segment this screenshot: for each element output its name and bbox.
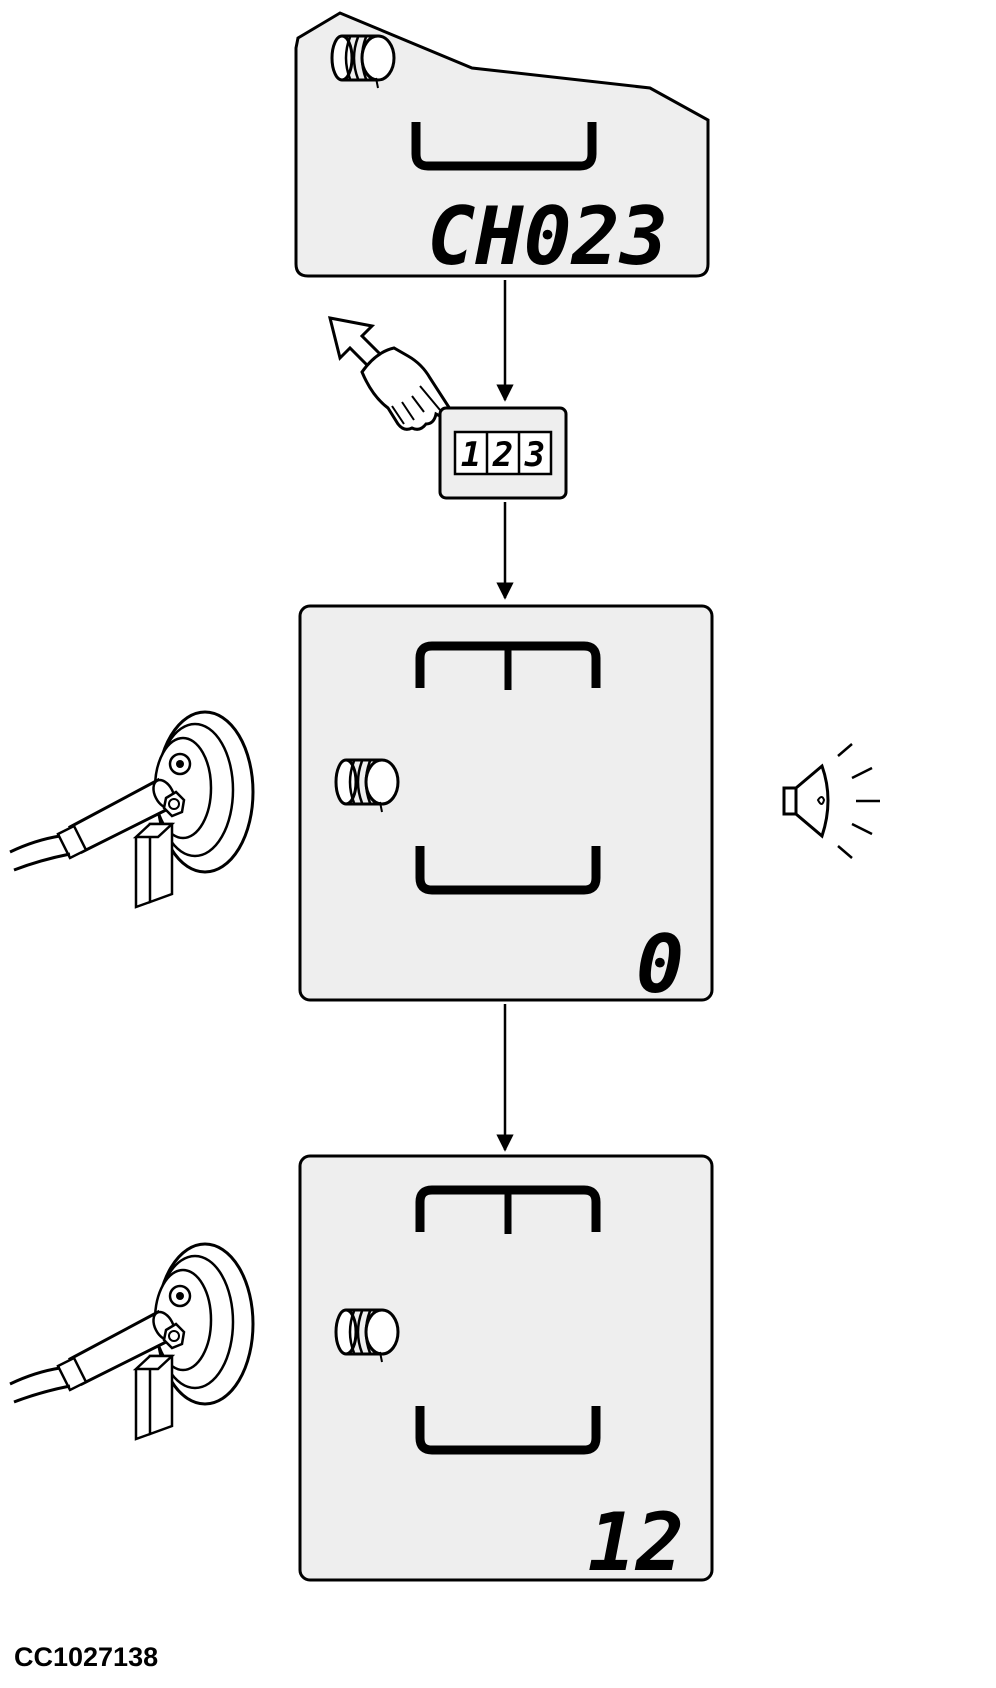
screen-1: CH023	[294, 11, 710, 283]
keypad-display	[453, 430, 553, 476]
screen-2: 0	[298, 604, 714, 1011]
screen-2-readout: 0	[636, 918, 684, 1011]
keypad-digit-1[interactable]: 1	[461, 435, 481, 475]
keypad-digit-3[interactable]: 3	[524, 435, 545, 475]
speed-sensor-icon	[8, 710, 255, 909]
screen-1-readout: CH023	[427, 190, 668, 283]
screen-3-panel	[298, 1154, 714, 1582]
figure-id: CC1027138	[14, 1642, 159, 1672]
keypad-digit-2[interactable]: 2	[492, 435, 513, 475]
screen-1-panel	[294, 11, 710, 278]
hand-pointer-icon	[360, 346, 455, 431]
horn-icon	[782, 743, 880, 859]
speed-sensor-icon	[8, 1242, 255, 1441]
keypad: 1 2 3	[438, 406, 568, 500]
screen-3-readout: 12	[588, 1496, 684, 1589]
screen-3: 12	[298, 1154, 714, 1589]
screen-2-panel	[298, 604, 714, 1002]
